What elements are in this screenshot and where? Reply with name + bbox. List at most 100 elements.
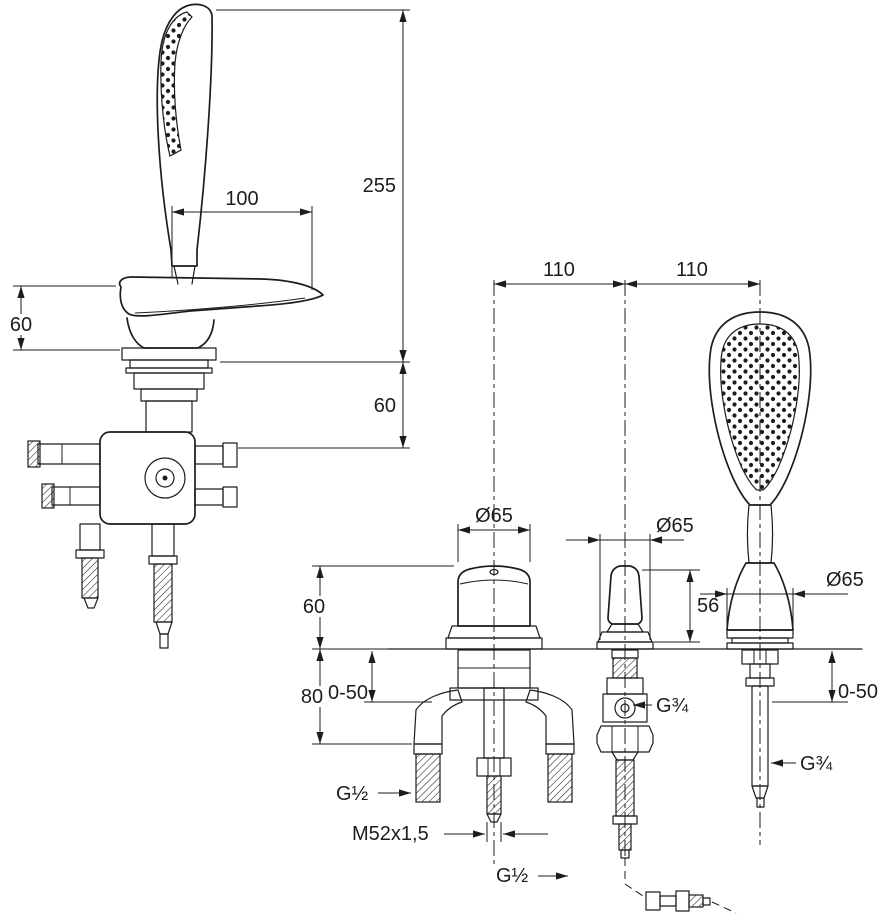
diverter-tail-thread-2	[618, 823, 632, 851]
dim-holder-diameter: Ø65	[700, 569, 864, 626]
dim-mixer-diameter-label: Ø65	[475, 505, 513, 527]
mixer-arm-right	[525, 689, 575, 745]
hose-connector-link-line	[624, 858, 647, 899]
dim-handle-length-label: 100	[225, 188, 258, 210]
dim-deck-range-holder-label: 0-50	[838, 681, 878, 703]
bottom-tube-b-end	[159, 633, 169, 649]
dim-diverter-diameter: Ø65	[566, 515, 694, 640]
bottom-tube-b-thread	[153, 563, 173, 623]
spray-face-front	[720, 323, 800, 491]
mixer-inlet-tube-left	[413, 743, 443, 755]
hose-connector-thread	[688, 894, 704, 908]
hand-shower-side-outline	[156, 3, 213, 267]
outlet-pipe-upper	[194, 445, 224, 465]
thread-inlet: G½	[336, 783, 411, 805]
holder-ring-3	[726, 642, 794, 650]
valve-port-inner	[155, 468, 175, 488]
diverter-neck-thread	[612, 657, 638, 679]
thread-diverter-outlet: G¾	[633, 695, 689, 717]
lever-detail-line	[134, 297, 306, 314]
bottom-tube-b-collar	[148, 555, 178, 565]
dimensions: 255 60 100 60 110 110	[2, 9, 878, 887]
mixer-stud-thread	[486, 775, 502, 815]
dim-handle-length: 100	[171, 188, 313, 290]
thread-hose-label: G¾	[800, 753, 833, 775]
diverter-front-view	[596, 565, 737, 914]
inlet-pipe-lower	[51, 486, 101, 506]
mixer-knob-parting-line	[459, 579, 529, 585]
dim-spacing: 110 110	[494, 259, 760, 288]
bottom-tube-a-tip	[83, 597, 99, 609]
thread-bottom: G½	[496, 865, 568, 887]
lever-handle-side	[118, 276, 324, 317]
mixer-knob-hole	[489, 568, 499, 576]
dim-diverter-height-label: 56	[697, 595, 719, 617]
dim-mixer-diameter: Ø65	[457, 505, 531, 562]
dim-under-deck-depth-label: 80	[301, 686, 323, 708]
mixer-stud-tip	[486, 813, 502, 823]
bottom-tube-a	[79, 523, 101, 551]
dim-deck-range-mixer-label: 0-50	[328, 682, 368, 704]
hand-shower-front-view	[708, 311, 812, 808]
dim-body-height: 60	[220, 361, 410, 449]
outlet-pipe-lower	[194, 488, 224, 506]
hose-connector-tail-line	[711, 901, 737, 914]
valve-port-outer	[144, 457, 186, 499]
label-backing	[298, 596, 336, 617]
dim-holder-diameter-label: Ø65	[826, 569, 864, 591]
hose-tube-tip	[756, 797, 765, 808]
mixer-front-view	[413, 565, 575, 823]
thread-hose: G¾	[771, 753, 833, 775]
bottom-tube-b	[151, 523, 175, 557]
mixer-base-ring	[445, 637, 543, 650]
dim-under-deck-depth: 80	[298, 648, 412, 745]
cartridge-dome	[126, 317, 215, 349]
thread-diverter-outlet-label: G¾	[656, 695, 689, 717]
hose-connector-tube	[659, 895, 677, 907]
dim-handle-height: 60	[2, 285, 120, 351]
dim-overall-height: 255	[216, 9, 410, 362]
escutcheon-ring-5	[140, 388, 198, 402]
mixer-inlet-thread-right	[547, 753, 573, 803]
inlet-pipe-upper	[37, 443, 101, 465]
mixer-inlet-tube-right	[545, 743, 575, 755]
outlet-cap-lower	[222, 486, 238, 508]
mixer-knob	[457, 565, 531, 627]
hose-connector-tip	[702, 897, 711, 906]
diverter-base-ring	[596, 641, 654, 650]
thread-inlet-label: G½	[336, 783, 369, 805]
diverter-port-block	[602, 693, 648, 723]
dim-spacing-right-label: 110	[676, 259, 708, 281]
bottom-tube-a-collar	[75, 549, 105, 559]
escutcheon-ring-3	[125, 367, 213, 374]
shower-handle-edge-right	[191, 265, 196, 285]
thread-body-label: M52x1,5	[352, 823, 429, 845]
label-backing	[298, 686, 336, 707]
side-view-figure	[27, 3, 324, 649]
hand-shower-front-outline	[708, 311, 812, 506]
thread-bottom-label: G½	[496, 865, 529, 887]
escutcheon-ring-1	[121, 347, 217, 361]
front-view-figure	[387, 280, 863, 914]
dim-deck-range-mixer: 0-50	[328, 651, 432, 704]
mixer-inlet-thread-left	[415, 753, 441, 803]
dim-diverter-diameter-label: Ø65	[656, 515, 694, 537]
label-backing	[2, 314, 40, 335]
dim-handle-height-label: 60	[10, 314, 32, 336]
bottom-tube-a-thread	[81, 557, 99, 599]
escutcheon-ring-4	[133, 372, 205, 390]
mixer-arm-left	[413, 689, 463, 745]
dim-overall-height-label: 255	[363, 175, 396, 197]
diverter-port-circle-inner	[620, 703, 630, 713]
outlet-cap-upper	[222, 442, 238, 468]
inlet-thread-lower	[41, 483, 55, 509]
dim-diverter-height: 56	[642, 569, 719, 643]
hose-connector-hex-2	[675, 890, 690, 912]
escutcheon-ring-2	[129, 359, 209, 369]
dim-mixer-height: 60	[298, 565, 454, 649]
thread-body: M52x1,5	[352, 822, 548, 845]
diverter-hex-nut	[596, 725, 654, 753]
dim-body-height-label: 60	[374, 395, 396, 417]
